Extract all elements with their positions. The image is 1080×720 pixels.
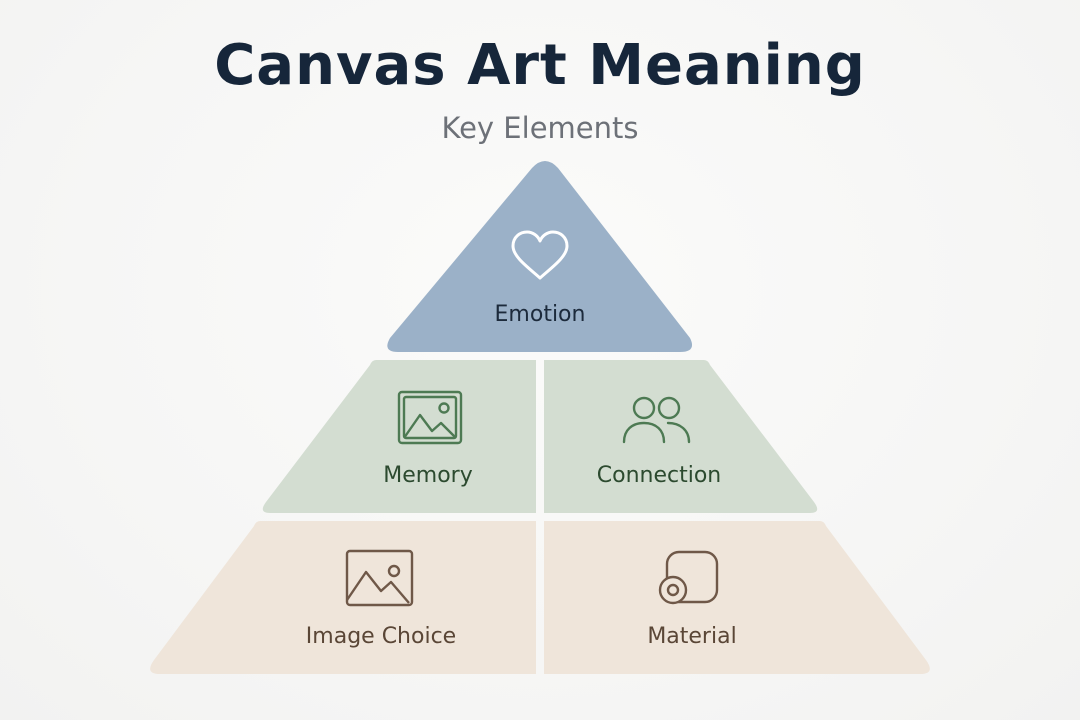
photo-frame-icon xyxy=(397,390,463,445)
tier-bottom-left-shape xyxy=(150,521,536,674)
tier-middle-left-label: Memory xyxy=(383,463,472,488)
page-title: Canvas Art Meaning xyxy=(214,33,866,98)
canvas-roll-icon xyxy=(658,550,719,605)
tier-bottom-right-shape xyxy=(544,521,930,674)
tier-middle-right-label: Connection xyxy=(597,463,721,488)
tier-top-label: Emotion xyxy=(495,302,586,327)
tier-middle: Memory Connection xyxy=(262,360,818,513)
image-icon xyxy=(345,549,414,607)
tier-bottom: Image Choice Material xyxy=(150,521,930,674)
tier-top: Emotion xyxy=(387,161,693,352)
tier-bottom-right-label: Material xyxy=(647,624,736,649)
heart-icon xyxy=(511,230,569,280)
people-icon xyxy=(622,396,691,444)
tier-top-shape xyxy=(387,161,693,352)
tier-middle-right-shape xyxy=(544,360,818,513)
page-subtitle: Key Elements xyxy=(441,111,639,145)
tier-bottom-left-label: Image Choice xyxy=(306,624,456,649)
